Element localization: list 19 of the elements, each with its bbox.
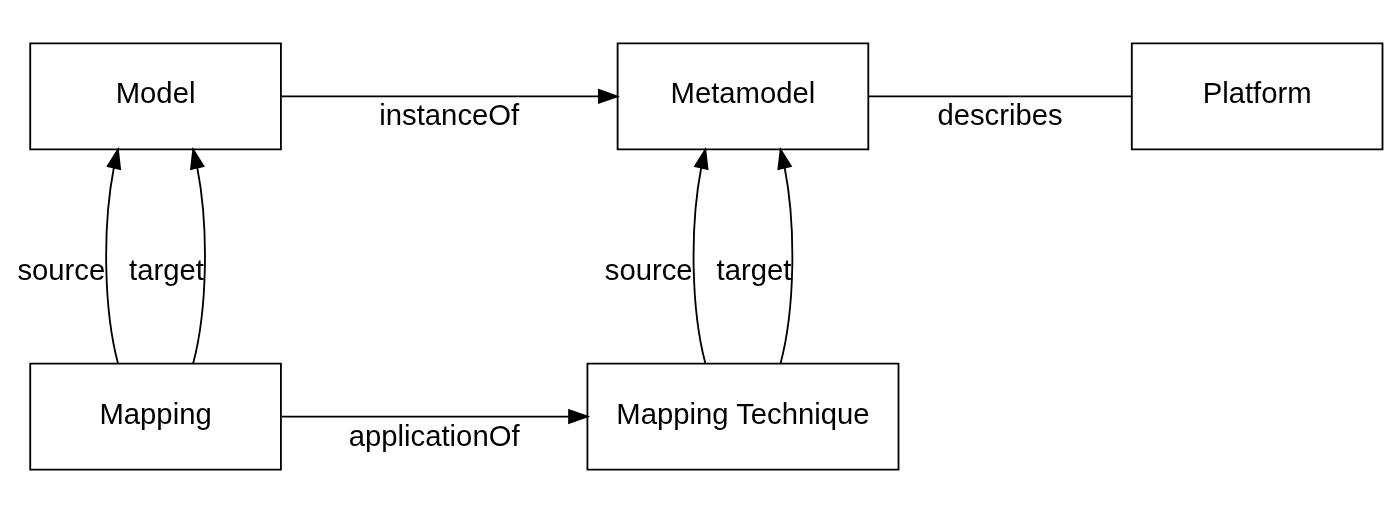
arrow [105,146,122,364]
node-box: Mapping [29,362,282,471]
edge-label: describes [937,98,1063,131]
node-box: Mapping Technique [586,362,900,471]
edge-label: applicationOf [348,419,520,452]
arrow [777,146,794,364]
edge-label: target [716,253,792,286]
node-box: Metamodel [616,41,870,150]
arrow [280,88,620,104]
node-box: Platform [1130,41,1384,150]
connector [867,94,1133,97]
edge-label: instanceOf [379,98,520,131]
arrow [692,146,709,364]
edge-label: source [17,253,106,286]
edge-label: target [129,253,204,286]
arrow [189,146,206,364]
arrow [280,408,591,424]
edge-label: source [604,253,693,286]
node-box: Model [29,41,282,150]
